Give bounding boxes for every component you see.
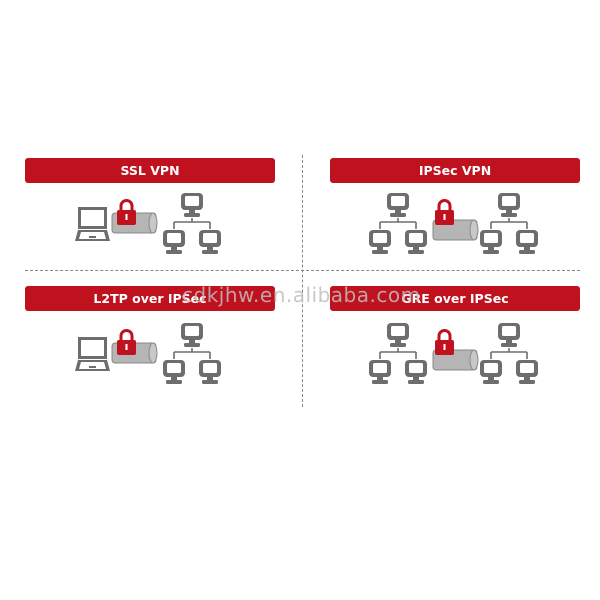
laptop-icon	[75, 337, 110, 371]
network-icon	[163, 323, 221, 384]
ssl-vpn-header: SSL VPN	[25, 158, 275, 183]
network-icon	[480, 193, 538, 254]
panel-title: IPSec VPN	[418, 163, 492, 178]
vertical-divider	[302, 155, 303, 407]
watermark: cdkjhw.en.alibaba.com	[182, 283, 421, 307]
laptop-icon	[75, 207, 110, 241]
panel-title: GRE over IPSec	[401, 291, 509, 306]
network-icon	[480, 323, 538, 384]
lock-icon	[433, 329, 456, 357]
panel-title: SSL VPN	[120, 163, 180, 178]
lock-icon	[433, 199, 456, 227]
network-icon	[369, 323, 427, 384]
panel-title: L2TP over IPSec	[93, 291, 207, 306]
l2tp-over-ipsec-header: L2TP over IPSec	[25, 286, 275, 311]
gre-over-ipsec-header: GRE over IPSec	[330, 286, 580, 311]
network-icon	[369, 193, 427, 254]
lock-icon	[115, 199, 138, 227]
lock-icon	[115, 329, 138, 357]
ipsec-vpn-header: IPSec VPN	[330, 158, 580, 183]
network-icon	[163, 193, 221, 254]
